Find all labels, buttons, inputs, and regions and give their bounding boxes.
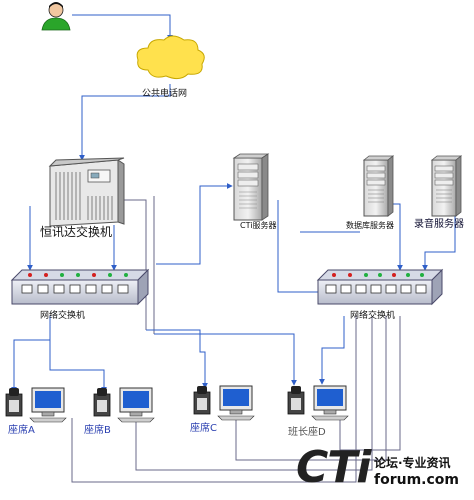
watermark-logo-text: CTi [296,442,371,493]
label-db-server: 数据库服务器 [346,221,394,230]
link-rec-switch-right [422,210,456,271]
label-pbx: 恒讯达交换机 [40,225,113,239]
link-cti-switch-right [277,200,331,295]
desk-phone-icon [5,388,23,417]
monitor-icon [29,387,67,423]
label-seat-d: 班长座D [288,427,326,438]
desk-phone-icon [287,386,305,415]
desk-phone-icon [93,388,111,417]
workstation-a [5,387,67,423]
watermark-domain: forum.com [374,472,459,488]
tower-server-icon [430,155,463,217]
desk-phone-icon [193,386,211,415]
label-switch-right: 网络交换机 [350,311,396,321]
pbx-cabinet-icon [48,157,125,227]
label-rec-server: 录音服务器 [414,219,464,230]
tower-server-icon [232,153,270,221]
network-switch-icon [316,268,444,306]
link-user-pstn [72,14,173,41]
label-switch-left: 网络交换机 [40,311,86,321]
label-seat-c: 座席C [190,423,217,434]
connections [27,14,456,295]
workstation-d [287,385,349,421]
tower-server-icon [362,155,395,217]
label-pstn: 公共电话网 [142,89,188,99]
monitor-icon [311,385,349,421]
watermark-logo: CTi 论坛·专业资讯 forum.com [296,446,472,496]
cloud-icon [136,35,205,80]
label-seat-a: 座席A [8,425,35,436]
network-switch-icon [10,268,150,306]
monitor-icon [117,387,155,423]
link-switch-cti [156,183,233,265]
workstation-c [193,385,255,421]
link-pstn-pbx [79,84,171,161]
switch-leds [28,273,128,277]
monitor-icon [217,385,255,421]
lan-cabling [11,196,401,483]
label-cti-server: CTi服务器 [240,221,277,230]
person-icon [41,2,71,31]
watermark-tagline: 论坛·专业资讯 [374,456,451,470]
label-seat-b: 座席B [84,425,111,436]
workstation-b [93,387,155,423]
